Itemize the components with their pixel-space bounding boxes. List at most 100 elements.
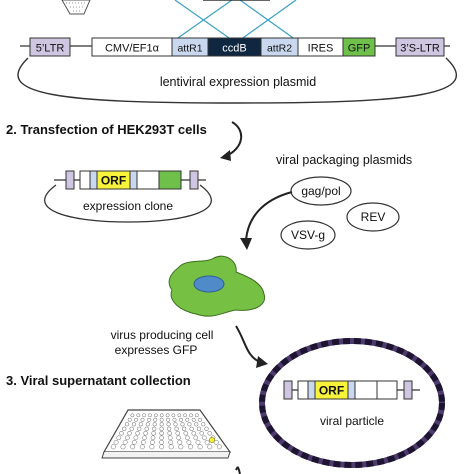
rev-label: REV [361, 210, 386, 224]
plate-well [207, 431, 212, 436]
packaging-title: viral packaging plasmids [276, 153, 412, 167]
attr2-label: attR2 [267, 43, 292, 55]
rev-plasmid: REV [346, 202, 400, 232]
plate-well [142, 435, 147, 441]
ltr3-label: 3’S-LTR [400, 43, 440, 55]
plate-well [149, 444, 155, 450]
plate-well [144, 426, 149, 431]
plate-icon-top [61, 0, 91, 15]
step2-title: 2. Transfection of HEK293T cells [6, 122, 207, 137]
vsvg-label: VSV-g [291, 228, 325, 242]
plate-well [168, 439, 174, 445]
plate-well [159, 426, 164, 431]
plasmid-backbone [17, 57, 458, 104]
plate-well [159, 444, 165, 450]
plate-well [130, 413, 135, 418]
plate-well [178, 444, 184, 450]
plate-well [152, 422, 157, 427]
viral-particle: ORF viral particle [259, 338, 445, 468]
plate-well [172, 417, 177, 422]
plate-well [187, 444, 194, 450]
plate-well [151, 431, 156, 436]
plate-well [187, 422, 192, 427]
plate-well [140, 417, 145, 422]
plate-well [143, 431, 148, 436]
plate-well [213, 439, 219, 445]
plate-well [207, 444, 213, 450]
cell-caption-line2: expresses GFP [115, 343, 198, 357]
plate-well [166, 426, 172, 431]
arrow-collection [235, 466, 241, 474]
cmv-label: CMV/EF1α [105, 43, 160, 55]
lentiviral-plasmid: 5’LTR CMV/EF1α attR1 ccdB attR2 IRES GFP… [17, 0, 458, 104]
plate-well [148, 413, 152, 418]
plate-well [135, 431, 140, 436]
plate-well [199, 431, 204, 436]
well-plate [101, 409, 232, 459]
plate-well [142, 413, 146, 418]
plate-well [140, 439, 146, 445]
plate-well [159, 439, 165, 445]
arrow-step2 [220, 121, 242, 161]
gag-pol-label: gag/pol [301, 184, 340, 198]
plate-well [124, 422, 130, 427]
virus-producing-cell [168, 255, 266, 317]
arrow-merge [240, 191, 293, 250]
plate-well [171, 413, 176, 418]
plate-well [177, 413, 182, 418]
expression-clone: ORF expression clone [44, 170, 212, 223]
plate-well [204, 426, 209, 431]
plate-well [194, 413, 199, 418]
plate-well [134, 417, 139, 422]
plate-well [193, 435, 199, 441]
plate-well [180, 422, 185, 427]
plate-well [183, 413, 187, 418]
plate-well [129, 426, 134, 431]
plate-well [189, 426, 194, 431]
plate-well [177, 439, 183, 445]
plate-well [137, 426, 142, 431]
step3-title: 3. Viral supernatant collection [6, 373, 191, 388]
plate-well [113, 439, 119, 445]
plate-well [197, 444, 203, 450]
clone-orf-label: ORF [101, 174, 126, 188]
plate-well [145, 422, 150, 427]
plate-well [124, 435, 130, 441]
plate-well [138, 422, 143, 427]
plate-well [191, 417, 196, 422]
plate-well [153, 413, 158, 418]
expression-clone-caption: expression clone [83, 199, 173, 213]
plate-well [174, 426, 179, 431]
plasmid-caption: lentiviral expression plasmid [160, 75, 316, 89]
ltr5-box [29, 37, 71, 57]
vsvg-plasmid: VSV-g [280, 220, 336, 250]
plate-well [196, 426, 202, 431]
plate-well [131, 439, 137, 445]
cell-caption-line1: virus producing cell [111, 328, 214, 342]
cell-nucleus [193, 275, 225, 293]
plate-well [202, 435, 207, 441]
plate-well [183, 431, 188, 436]
plate-well [167, 435, 173, 441]
plate-well [136, 413, 141, 418]
plate-well [159, 413, 164, 418]
recombination-lines [174, 0, 297, 41]
ires-label: IRES [308, 43, 334, 55]
plate-well [159, 431, 164, 436]
plate-well [119, 431, 124, 436]
plate-well [122, 439, 128, 445]
plate-well [189, 413, 193, 418]
plate-well [198, 417, 203, 422]
plate-well [191, 431, 196, 436]
plate-well [159, 435, 164, 441]
particle-orf-label: ORF [319, 384, 344, 398]
plate-well [167, 431, 172, 436]
plate-well [127, 417, 132, 422]
plate-well [127, 431, 132, 436]
plate-well [176, 435, 182, 441]
plate-wells [110, 413, 222, 450]
attr1-label: attR1 [177, 43, 202, 55]
plate-well [159, 422, 164, 427]
plate-well [130, 444, 136, 450]
plate-well [152, 426, 157, 431]
